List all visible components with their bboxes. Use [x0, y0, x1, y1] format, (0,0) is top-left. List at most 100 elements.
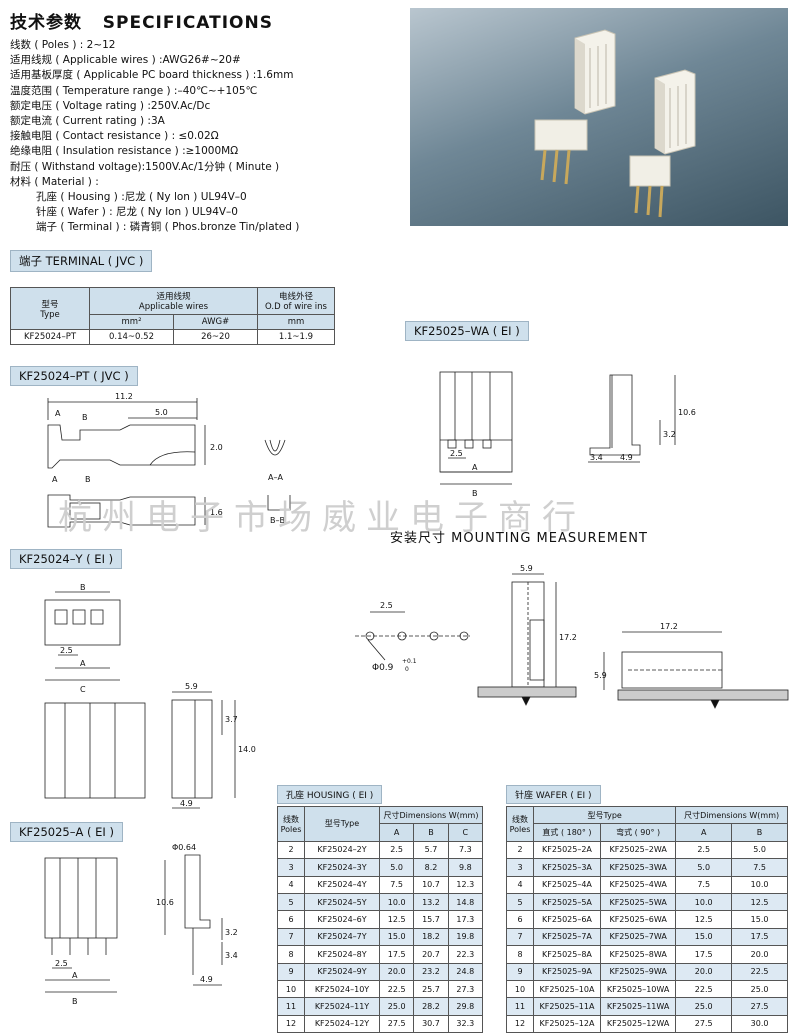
table-cell: 8.2: [413, 858, 449, 877]
svg-text:2.5: 2.5: [450, 449, 463, 458]
svg-text:4.9: 4.9: [180, 799, 193, 808]
drawing-pt-section: A–A B–B: [264, 439, 291, 525]
svg-text:5.9: 5.9: [594, 671, 607, 680]
table-cell: KF25025–9A: [533, 962, 601, 981]
table-cell: 10.0: [731, 875, 788, 894]
table-cell: 25.7: [413, 979, 449, 999]
table-cell: 6: [506, 910, 534, 929]
material-wafer: 针座 ( Wafer ) : 尼龙 ( Ny lon ) UL94V–0: [36, 206, 238, 219]
table-cell: KF25025–7WA: [599, 927, 677, 947]
table-cell: KF25025–3WA: [599, 858, 677, 877]
table-cell: 20.7: [413, 945, 449, 964]
table-cell: 2: [506, 840, 534, 860]
table-cell: 5: [277, 892, 305, 912]
spec-list: 线数 ( Poles ) : 2~12 适用线规 ( Applicable wi…: [10, 38, 299, 236]
table-cell: 4: [506, 875, 534, 894]
section-mounting: 安装尺寸 MOUNTING MEASUREMENT: [390, 531, 648, 546]
material-housing: 孔座 ( Housing ) :尼龙 ( Ny lon ) UL94V–0: [36, 191, 247, 204]
svg-text:3.4: 3.4: [590, 453, 603, 462]
table-cell: KF25025–8WA: [599, 945, 677, 964]
table-cell: KF25024–6Y: [304, 910, 380, 929]
table-cell: 24.8: [447, 962, 484, 981]
table-cell: KF25025–4A: [533, 875, 601, 894]
table-cell: 7.5: [378, 875, 415, 894]
title-en: SPECIFICATIONS: [102, 13, 273, 33]
watermark: 杭州电子市场威业电子商行: [58, 498, 586, 538]
connector-wafer-large: [574, 29, 616, 115]
table-cell: KF25025–10WA: [599, 979, 677, 999]
svg-text:14.0: 14.0: [238, 745, 256, 754]
table-cell: 17.5: [378, 945, 415, 964]
table-cell: 22.3: [447, 945, 484, 964]
table-cell: KF25025–5WA: [599, 892, 677, 912]
drawing-wa-front: 2.5 A B: [439, 371, 513, 498]
table-cell: 25.0: [731, 979, 788, 999]
table-cell: KF25024–10Y: [304, 979, 380, 999]
svg-text:B: B: [82, 413, 88, 422]
table-cell: KF25025–4WA: [599, 875, 677, 894]
drawing-y-side: 5.9 3.7 14.0 4.9: [171, 682, 256, 809]
table-cell: 9.8: [447, 858, 484, 877]
title-cn: 技术参数: [10, 13, 82, 33]
wafer-h-type: 型号Type: [532, 805, 677, 825]
spec-current: 额定电流 ( Current rating ) :3A: [10, 115, 165, 128]
svg-text:2.5: 2.5: [60, 646, 73, 655]
table-cell: KF25025–6A: [533, 910, 601, 929]
table-cell: KF25024–11Y: [304, 997, 380, 1016]
drawing-mount-horizontal: 17.2 5.9: [594, 622, 789, 709]
material-terminal: 端子 ( Terminal ) : 磷青铜 ( Phos.bronze Tin/…: [36, 221, 300, 234]
housing-h-dim: 尺寸Dimensions W(mm): [379, 805, 483, 825]
spec-voltage: 额定电压 ( Voltage rating ) :250V.Ac/Dc: [10, 99, 211, 112]
table-cell: 9: [506, 962, 534, 981]
svg-text:B–B: B–B: [270, 516, 285, 525]
table-row: KF25024–PT 0.14~0.52 26~20 1.1~1.9: [10, 329, 335, 345]
table-cell: 5.7: [413, 840, 449, 860]
table-cell: 6: [277, 910, 305, 929]
table-cell: 10.0: [378, 892, 415, 912]
table-cell: KF25025–5A: [533, 892, 601, 912]
table-cell: 23.2: [413, 962, 449, 981]
table-cell: 7.5: [675, 875, 733, 894]
svg-text:3.4: 3.4: [225, 951, 238, 960]
svg-text:5.0: 5.0: [155, 408, 168, 417]
table-cell: 12.5: [378, 910, 415, 929]
svg-text:5.9: 5.9: [185, 682, 198, 691]
svg-text:10.6: 10.6: [678, 408, 696, 417]
svg-text:17.2: 17.2: [559, 633, 577, 642]
drawing-pt-side: 11.2 5.0 2.0 A B A B: [47, 392, 223, 484]
section-terminal: 端子 TERMINAL ( JVC ): [10, 250, 153, 272]
svg-text:2.0: 2.0: [210, 443, 223, 452]
svg-text:10.6: 10.6: [156, 898, 174, 907]
product-photo: [410, 8, 788, 226]
connector-housing-b: [629, 155, 671, 218]
table-cell: KF25024–5Y: [304, 892, 380, 912]
spec-withstand: 耐压 ( Withstand voltage):1500V.Ac/1分钟 ( M…: [10, 160, 280, 173]
table-cell: 2.5: [675, 840, 733, 860]
spec-contact: 接触电阻 ( Contact resistance ) : ≤0.02Ω: [10, 130, 219, 143]
table-cell: 22.5: [675, 979, 733, 999]
table-cell: 20.0: [731, 945, 788, 964]
spec-temp: 温度范围 ( Temperature range ) :–40℃~+105℃: [10, 84, 258, 97]
table-cell: 2.5: [378, 840, 415, 860]
spec-pcb: 适用基板厚度 ( Applicable PC board thickness )…: [10, 69, 294, 82]
table-cell: KF25025–8A: [533, 945, 601, 964]
svg-text:2.5: 2.5: [380, 601, 393, 610]
table-cell: 19.8: [447, 927, 484, 947]
table-cell: 9: [277, 962, 305, 981]
table-cell: KF25025–7A: [533, 927, 601, 947]
table-cell: 13.2: [413, 892, 449, 912]
